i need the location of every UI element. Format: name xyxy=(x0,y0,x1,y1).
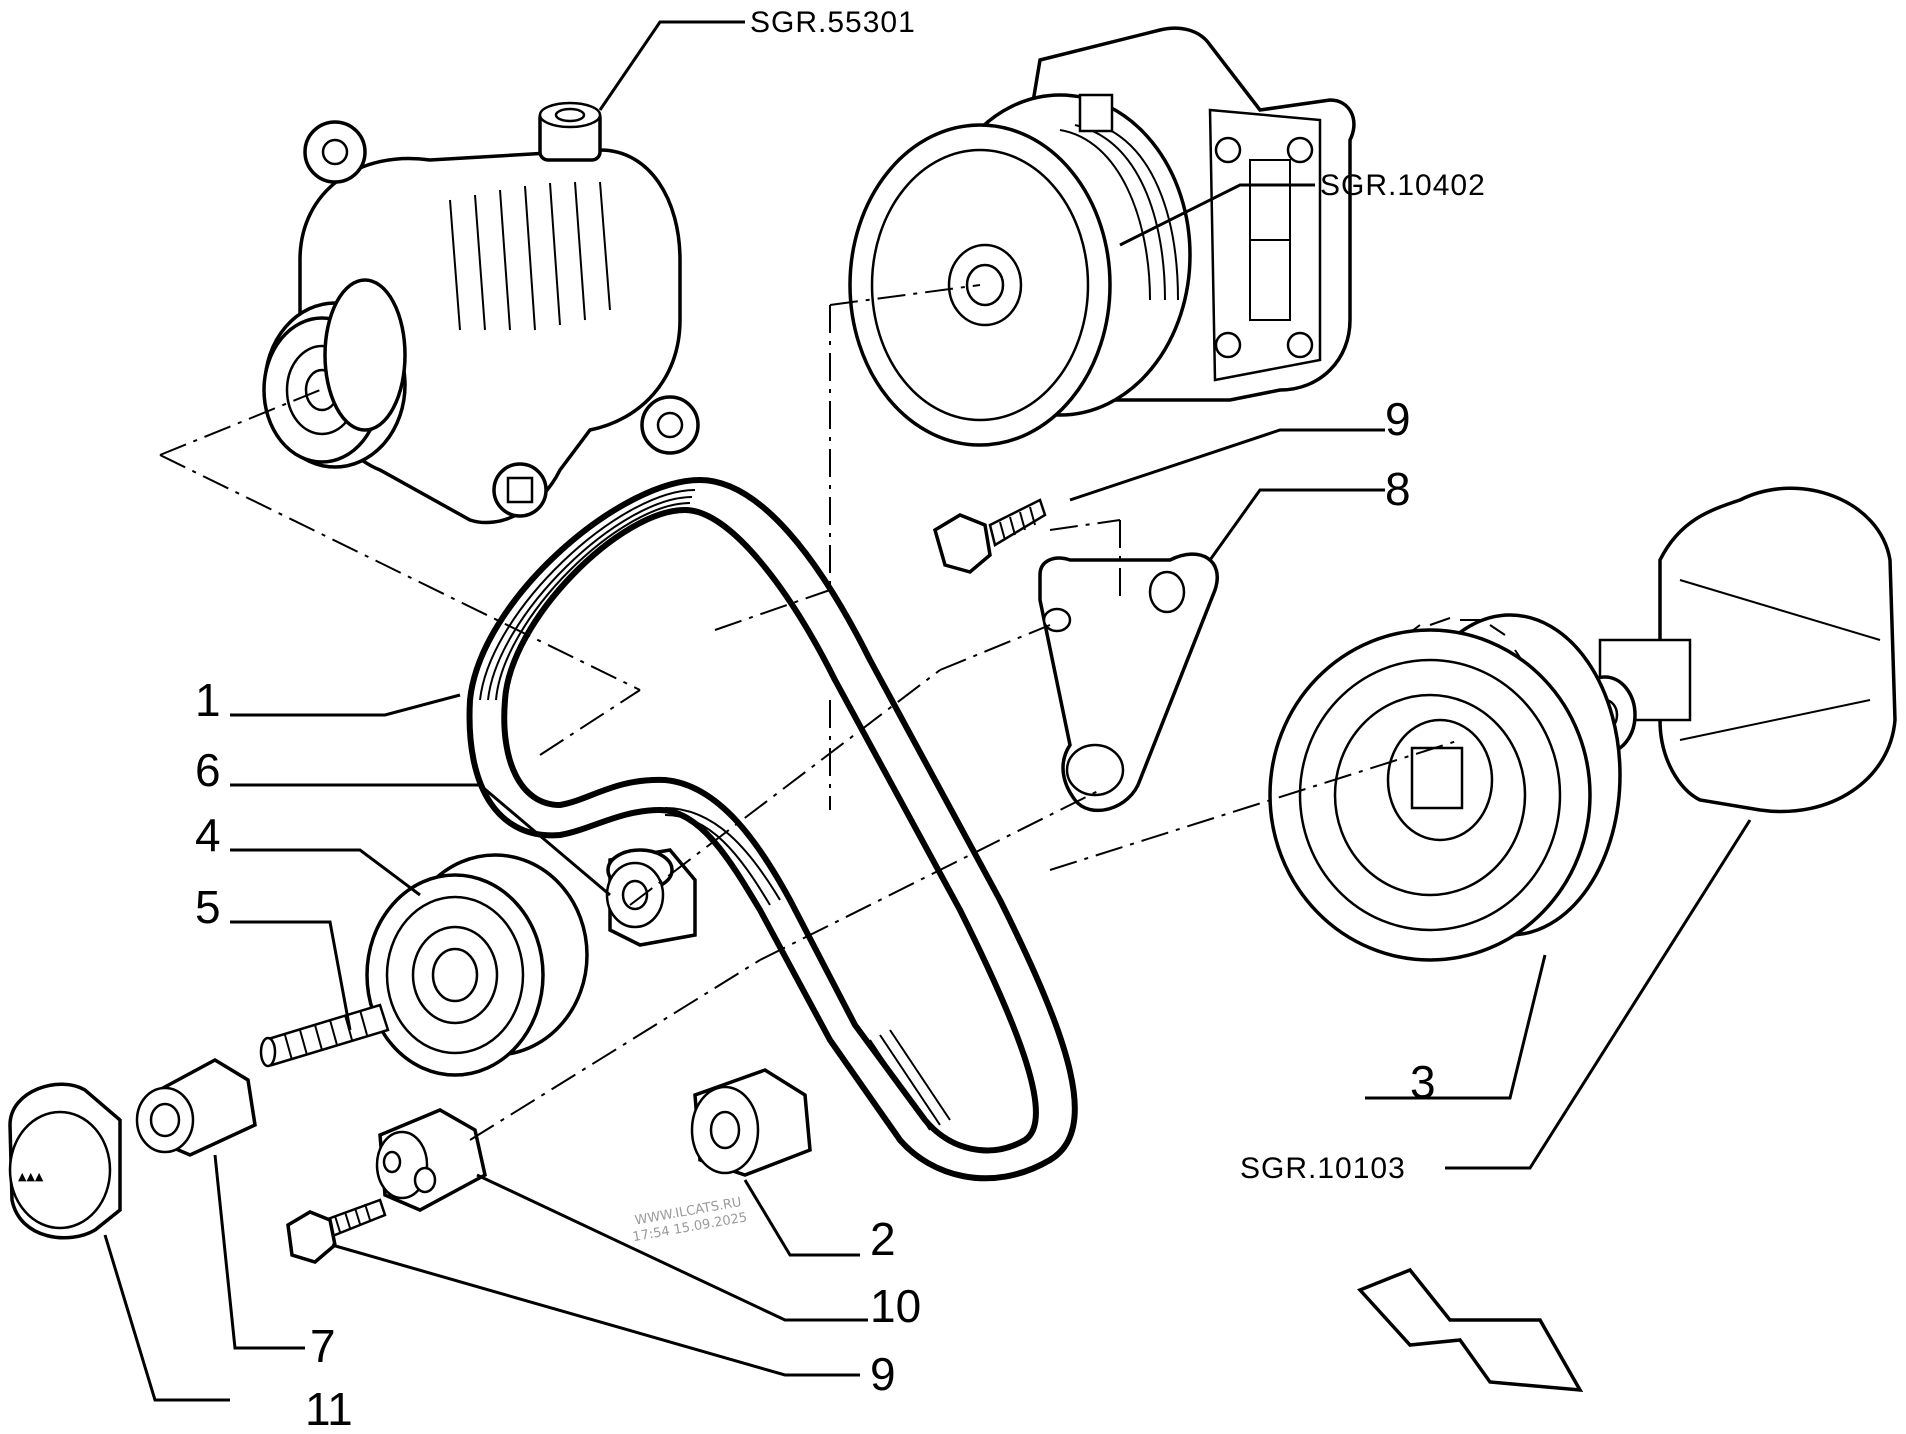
ref-water-pump[interactable]: SGR.10402 xyxy=(1320,169,1486,202)
bolt-top[interactable] xyxy=(932,498,1047,574)
ref-alternator[interactable]: SGR.55301 xyxy=(750,6,916,39)
dust-cap[interactable]: ▲▲▲ xyxy=(8,1082,122,1240)
tensioner-bracket[interactable] xyxy=(1038,552,1219,812)
callout-7: 7 xyxy=(310,1320,336,1372)
bush[interactable] xyxy=(375,1108,487,1212)
direction-arrow-icon xyxy=(1357,1267,1584,1393)
callout-10: 10 xyxy=(870,1280,921,1332)
leader-lines xyxy=(103,20,1752,1402)
callout-5: 5 xyxy=(195,881,221,933)
bolt-bottom[interactable] xyxy=(286,1198,387,1264)
alternator[interactable] xyxy=(262,101,700,525)
crankshaft[interactable] xyxy=(1573,486,1897,814)
tensioner-pulley[interactable] xyxy=(365,853,589,1077)
callout-6: 6 xyxy=(195,744,221,796)
idler-pulley-6[interactable] xyxy=(605,848,697,947)
poly-v-belt[interactable] xyxy=(466,477,1078,1182)
callout-1: 1 xyxy=(195,674,221,726)
idler-pulley-2[interactable] xyxy=(690,1068,812,1177)
water-pump[interactable] xyxy=(848,26,1356,447)
callout-3: 3 xyxy=(1410,1056,1436,1108)
callout-11: 11 xyxy=(305,1383,353,1434)
callout-9-bottom: 9 xyxy=(870,1348,896,1400)
svg-text:▲▲▲: ▲▲▲ xyxy=(18,1170,44,1183)
watermark: WWW.ILCATS.RU 17:54 15.09.2025 xyxy=(632,1195,749,1245)
callout-4: 4 xyxy=(195,809,221,861)
spacer[interactable] xyxy=(135,1057,257,1157)
assembly-axes xyxy=(159,284,1461,1141)
crank-pulley[interactable] xyxy=(1268,613,1622,962)
callout-2: 2 xyxy=(870,1213,896,1265)
stud[interactable] xyxy=(259,1003,390,1068)
ref-crankshaft[interactable]: SGR.10103 xyxy=(1240,1152,1406,1185)
callout-9-top: 9 xyxy=(1385,393,1411,445)
callout-8: 8 xyxy=(1385,463,1411,515)
